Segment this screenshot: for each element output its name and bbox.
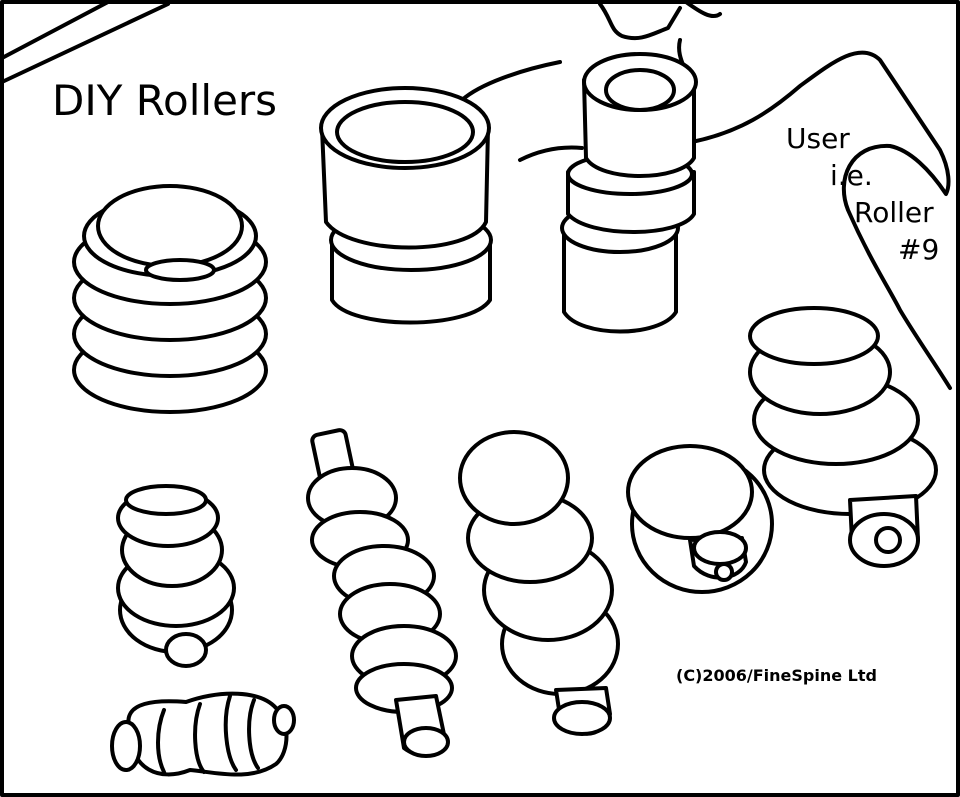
roller-tall-cylinder (560, 52, 698, 334)
note-line-number: #9 (898, 233, 940, 266)
roller-horizontal (110, 691, 296, 777)
copyright-notice: (C)2006/FineSpine Ltd (676, 666, 877, 685)
roller-user-number-9 (748, 306, 938, 568)
note-line-user: User (786, 122, 850, 155)
user-roller-note: User i.e. Roller #9 (770, 120, 939, 268)
roller-long-angled (306, 428, 458, 758)
roller-short-knob (626, 444, 774, 594)
roller-cup (319, 86, 493, 325)
note-line-roller: Roller (854, 196, 934, 229)
roller-stacked-discs (72, 184, 268, 414)
note-line-ie: i.e. (830, 159, 873, 192)
roller-small-stacked (116, 484, 236, 668)
roller-stepped (458, 430, 620, 736)
page-title: DIY Rollers (52, 76, 278, 125)
table-edge-lines (0, 0, 170, 84)
